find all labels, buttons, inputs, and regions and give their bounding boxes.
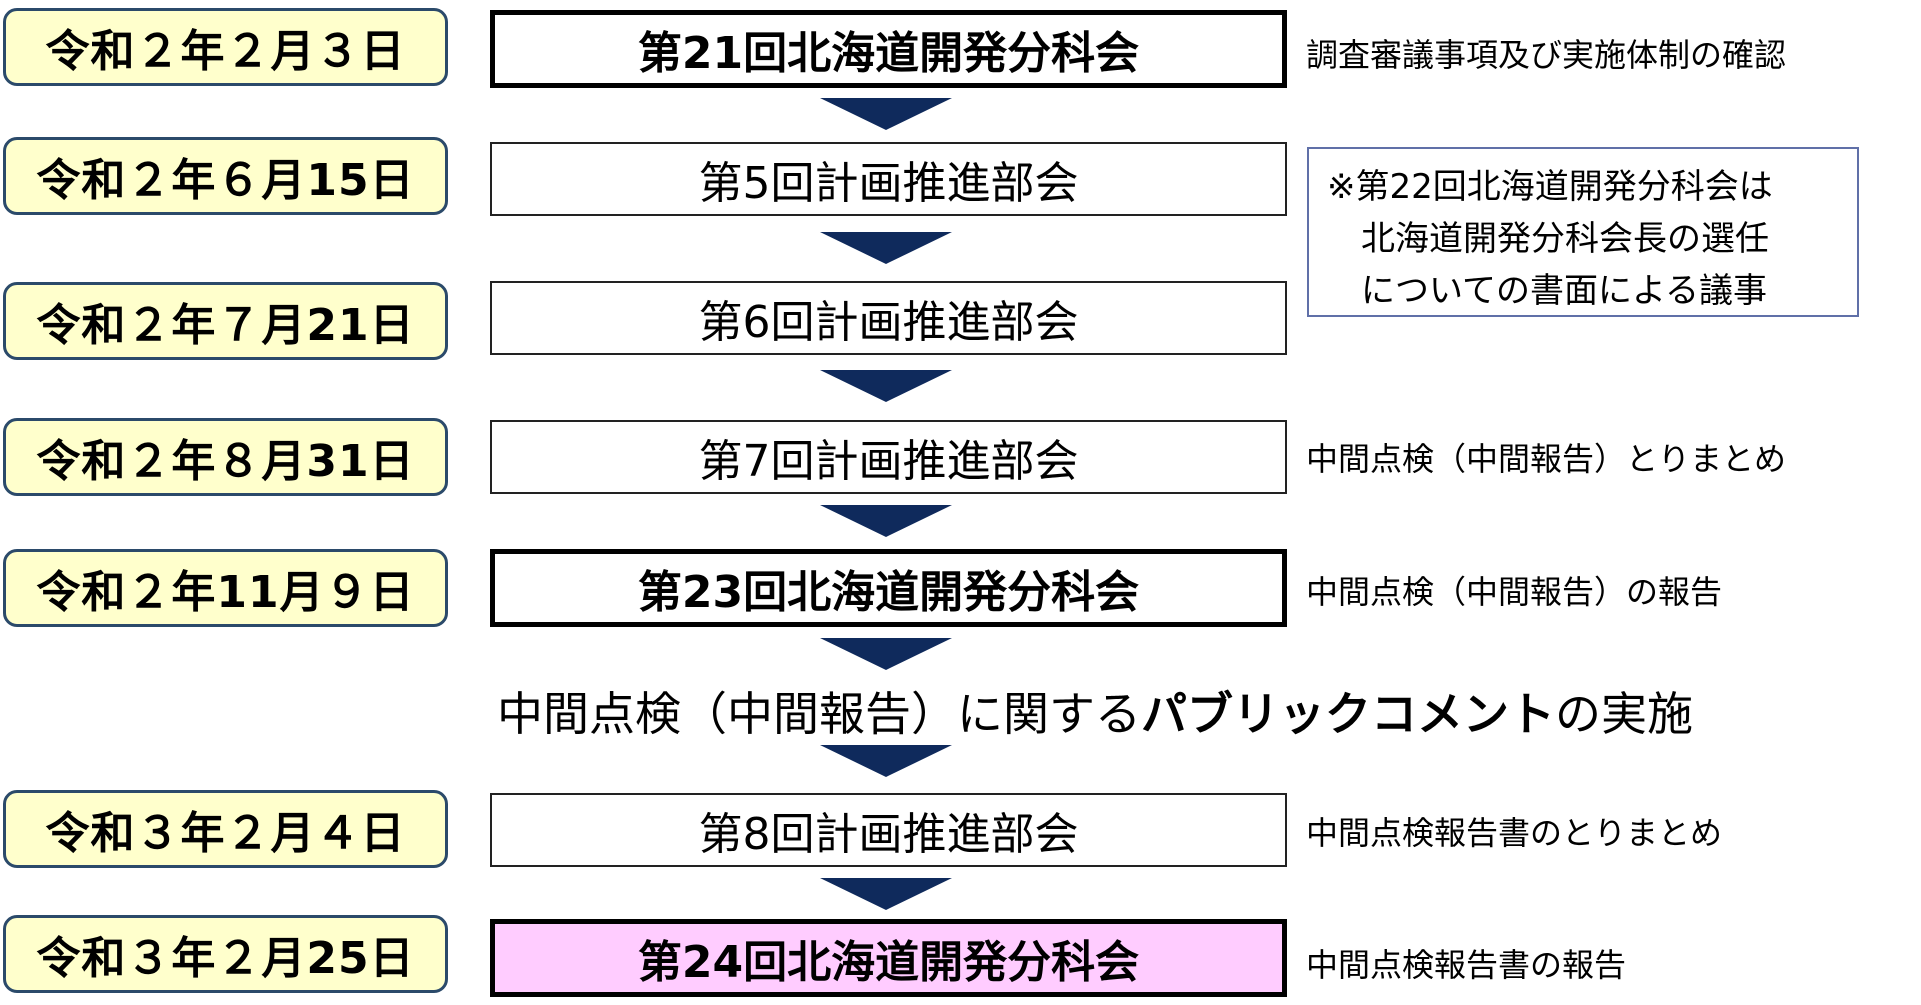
note-6: 中間点検報告書のとりまとめ bbox=[1306, 814, 1723, 852]
note-4: 中間点検（中間報告）とりまとめ bbox=[1306, 440, 1787, 478]
public-comment-emphasis: パブリックコメント bbox=[1141, 687, 1555, 741]
meeting-box-4: 第7回計画推進部会 bbox=[490, 420, 1287, 494]
down-arrow-icon bbox=[820, 232, 952, 264]
public-comment-suffix: の実施 bbox=[1555, 687, 1693, 741]
meeting-box-3: 第6回計画推進部会 bbox=[490, 281, 1287, 355]
meeting-box-1: 第21回北海道開発分科会 bbox=[490, 10, 1287, 88]
meeting-box-5: 第23回北海道開発分科会 bbox=[490, 549, 1287, 627]
date-badge-7: 令和３年２月25日 bbox=[3, 915, 448, 993]
note-1: 調査審議事項及び実施体制の確認 bbox=[1306, 36, 1787, 74]
side-note-line-2: 北海道開発分科会長の選任 bbox=[1361, 219, 1769, 259]
meeting-box-7: 第24回北海道開発分科会 bbox=[490, 919, 1287, 997]
side-note-box: ※第22回北海道開発分科会は 北海道開発分科会長の選任 についての書面による議事 bbox=[1307, 147, 1859, 317]
date-badge-2: 令和２年６月15日 bbox=[3, 137, 448, 215]
down-arrow-icon bbox=[820, 745, 952, 777]
public-comment-step: 中間点検（中間報告）に関するパブリックコメントの実施 bbox=[497, 678, 1693, 744]
down-arrow-icon bbox=[820, 370, 952, 402]
date-badge-3: 令和２年７月21日 bbox=[3, 282, 448, 360]
date-badge-5: 令和２年11月９日 bbox=[3, 549, 448, 627]
date-badge-4: 令和２年８月31日 bbox=[3, 418, 448, 496]
public-comment-prefix: 中間点検（中間報告）に関する bbox=[497, 687, 1141, 741]
note-7: 中間点検報告書の報告 bbox=[1306, 946, 1627, 984]
down-arrow-icon bbox=[820, 878, 952, 910]
down-arrow-icon bbox=[820, 505, 952, 537]
meeting-box-6: 第8回計画推進部会 bbox=[490, 793, 1287, 867]
date-badge-1: 令和２年２月３日 bbox=[3, 8, 448, 86]
note-5: 中間点検（中間報告）の報告 bbox=[1306, 573, 1723, 611]
meeting-box-2: 第5回計画推進部会 bbox=[490, 142, 1287, 216]
down-arrow-icon bbox=[820, 638, 952, 670]
side-note-line-3: についての書面による議事 bbox=[1361, 271, 1767, 311]
down-arrow-icon bbox=[820, 98, 952, 130]
date-badge-6: 令和３年２月４日 bbox=[3, 790, 448, 868]
side-note-line-1: ※第22回北海道開発分科会は bbox=[1327, 167, 1773, 207]
